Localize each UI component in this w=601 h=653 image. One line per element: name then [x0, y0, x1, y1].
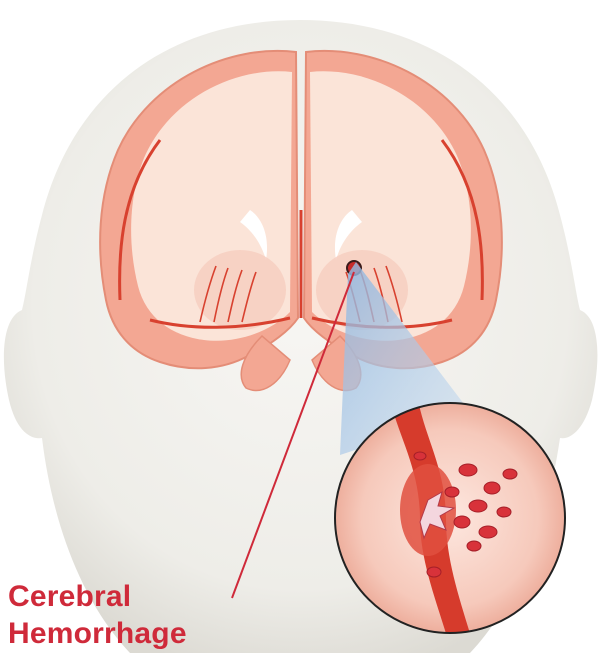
caption-line-2: Hemorrhage — [8, 615, 187, 652]
caption-line-1: Cerebral — [8, 578, 187, 615]
caption-label: Cerebral Hemorrhage — [8, 578, 187, 652]
